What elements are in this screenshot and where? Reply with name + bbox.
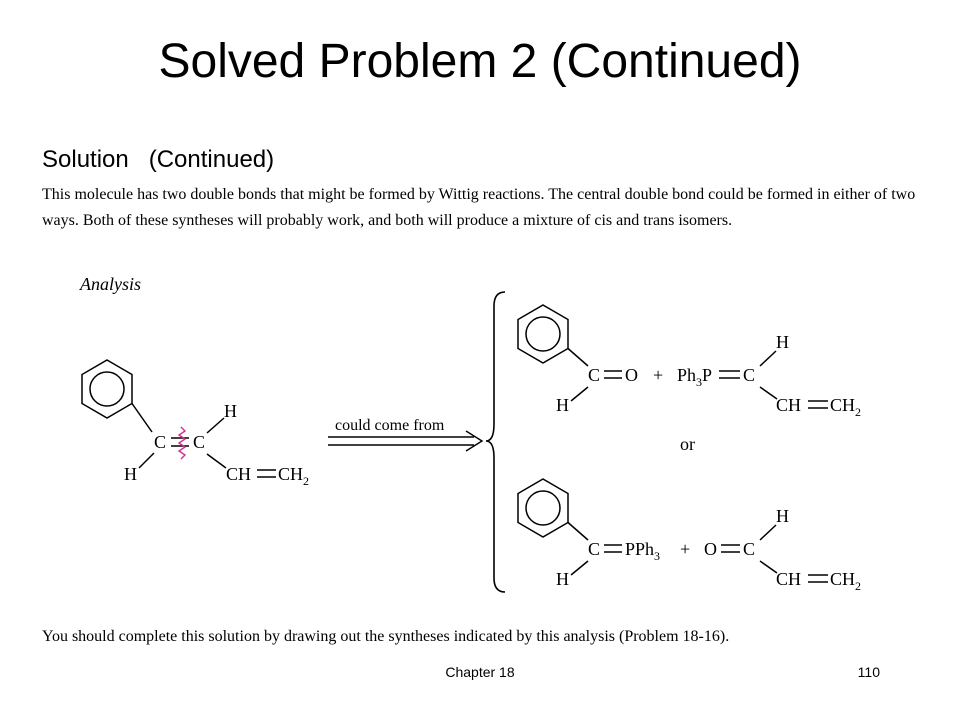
analysis-label: Analysis: [79, 274, 141, 294]
instruction-text: You should complete this solution by dra…: [42, 628, 730, 645]
solution-heading: Solution (Continued): [42, 146, 275, 173]
benzene-ring: [81, 359, 133, 419]
bond-carbon-to-h: [570, 386, 589, 402]
atom-ch2: CH2: [830, 569, 861, 593]
plus-sign: +: [680, 539, 690, 559]
atom-ch: CH: [226, 464, 251, 484]
option-2: C PPh3 + O C H H CH CH2: [517, 478, 861, 593]
or-label: or: [680, 434, 695, 454]
footer-page-number: 110: [857, 664, 880, 680]
atom-ch2: CH2: [278, 464, 309, 488]
atom-h: H: [776, 332, 789, 352]
atom-h: H: [556, 395, 569, 415]
atom-h: H: [556, 569, 569, 589]
solution-paragraph: This molecule has two double bonds that …: [42, 186, 916, 229]
target-atom-labels: C C H H CH CH2: [124, 401, 309, 488]
atom-pph3: PPh3: [625, 539, 660, 563]
bond-ring-to-carbon: [567, 347, 589, 367]
bond-carbon-to-vinyl: [759, 386, 778, 400]
target-molecule: [81, 359, 276, 478]
atom-c: C: [743, 365, 755, 385]
bond-carbon-to-vinyl: [759, 560, 778, 574]
benzene-ring: [517, 304, 569, 364]
arrow-label: could come from: [335, 417, 445, 434]
atom-c: C: [743, 539, 755, 559]
bond-ring-to-carbon: [131, 403, 153, 433]
atom-c: C: [588, 539, 600, 559]
disconnection-mark: [177, 426, 187, 460]
atom-c: C: [193, 432, 205, 452]
curly-brace: [485, 291, 506, 593]
atom-ch: CH: [776, 569, 801, 589]
atom-ph3p: Ph3P: [677, 365, 712, 389]
bond-ring-to-carbon: [567, 521, 589, 541]
bond-carbon-to-h: [570, 560, 589, 576]
bond-carbon-to-h: [138, 452, 155, 469]
atom-ch2: CH2: [830, 395, 861, 419]
atom-ch: CH: [776, 395, 801, 415]
atom-o: O: [625, 365, 638, 385]
bond-carbon-to-vinyl: [206, 453, 227, 469]
plus-sign: +: [653, 365, 663, 385]
atom-c: C: [154, 432, 166, 452]
bond-carbon-to-h-right: [206, 417, 225, 434]
option-1: C O + Ph3P C H H CH CH2: [517, 304, 861, 419]
benzene-ring: [517, 478, 569, 538]
bond-carbon-to-h: [759, 524, 777, 541]
bond-carbon-to-h: [759, 350, 777, 367]
slide-title: Solved Problem 2 (Continued): [158, 35, 802, 88]
benzene-aromatic-circle: [525, 490, 561, 526]
atom-o: O: [704, 539, 717, 559]
atom-h: H: [124, 464, 137, 484]
atom-c: C: [588, 365, 600, 385]
benzene-aromatic-circle: [89, 371, 125, 407]
atom-h: H: [776, 506, 789, 526]
footer-chapter: Chapter 18: [445, 664, 515, 680]
atom-h: H: [224, 401, 237, 421]
benzene-aromatic-circle: [525, 316, 561, 352]
retrosynthesis-arrow: [328, 430, 484, 452]
